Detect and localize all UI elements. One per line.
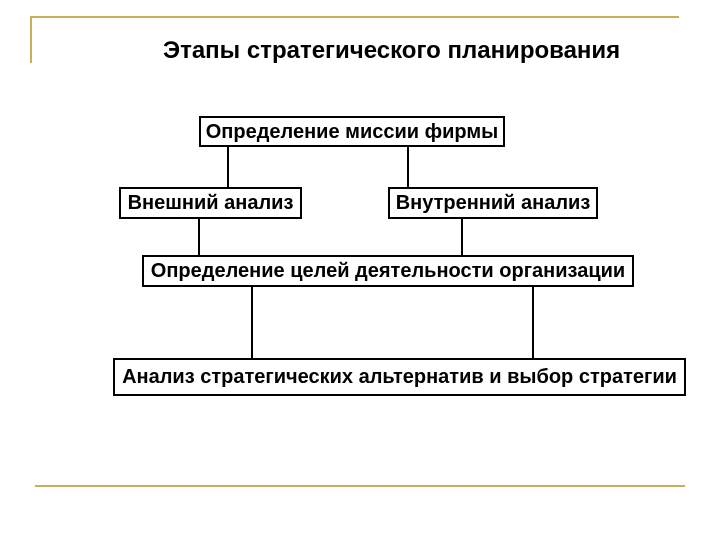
flowchart-node-alternatives: Анализ стратегических альтернатив и выбо…	[113, 358, 686, 396]
flowchart-edge-external-analysis-to-goals	[198, 219, 200, 255]
flowchart-node-goals: Определение целей деятельности организац…	[142, 255, 634, 287]
flowchart-edge-goals-to-alternatives	[251, 287, 253, 358]
flowchart-edge-goals-to-alternatives	[532, 287, 534, 358]
flowchart-edge-mission-to-external-analysis	[227, 147, 229, 187]
flowchart-node-mission: Определение миссии фирмы	[199, 116, 505, 147]
accent-rule-left	[30, 16, 32, 63]
accent-rule-top	[30, 16, 679, 18]
accent-rule-bottom	[35, 485, 685, 487]
flowchart-edge-internal-analysis-to-goals	[461, 219, 463, 255]
flowchart-edge-mission-to-internal-analysis	[407, 147, 409, 187]
flowchart-node-external-analysis: Внешний анализ	[119, 187, 302, 219]
flowchart-node-internal-analysis: Внутренний анализ	[388, 187, 598, 219]
slide-title: Этапы стратегического планирования	[163, 37, 621, 64]
